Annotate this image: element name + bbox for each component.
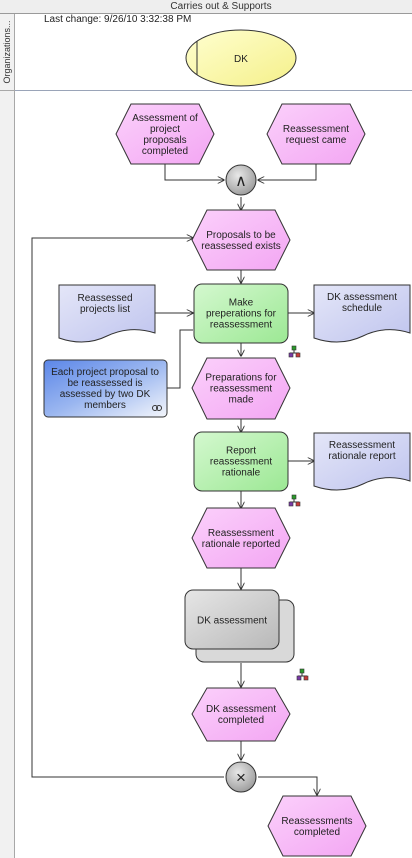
label-line: be reassessed is bbox=[67, 378, 142, 389]
org-unit-label: DK bbox=[234, 54, 248, 65]
label-line: assessed by two DK bbox=[60, 389, 151, 400]
edges bbox=[31, 164, 317, 795]
label-line: request came bbox=[286, 135, 347, 146]
label-line: Make bbox=[229, 298, 254, 309]
lane-divider bbox=[15, 90, 412, 91]
label-line: members bbox=[84, 400, 126, 411]
label-line: rationale reported bbox=[202, 539, 280, 550]
last-change-label: Last change: 9/26/10 3:32:38 PM bbox=[44, 14, 192, 25]
and-connector[interactable]: ∧ bbox=[225, 164, 257, 196]
edge-xor-to-completed bbox=[258, 776, 317, 795]
hierarchy-icon[interactable] bbox=[296, 668, 309, 681]
label-line: schedule bbox=[342, 303, 382, 314]
column-header: Carries out & Supports bbox=[0, 0, 412, 14]
process-dk-assessment-label: DK assessment bbox=[197, 616, 267, 627]
label-line: Each project proposal to bbox=[51, 367, 159, 378]
label-line: project bbox=[150, 124, 180, 135]
label-line: projects list bbox=[80, 304, 130, 315]
label-line: DK assessment bbox=[327, 292, 397, 303]
xor-connector-symbol: × bbox=[236, 768, 246, 787]
label-line: Assessment of bbox=[132, 113, 198, 124]
label-line: DK assessment bbox=[206, 704, 276, 715]
label-line: Report bbox=[226, 446, 256, 457]
label-line: rationale bbox=[222, 468, 261, 479]
label-line: Reassessment bbox=[329, 440, 395, 451]
edge-note-to-make bbox=[167, 329, 193, 389]
column-title: Carries out & Supports bbox=[170, 1, 272, 12]
label-line: reassessment bbox=[210, 320, 272, 331]
hierarchy-icon[interactable] bbox=[288, 345, 301, 358]
edge-xor-loop-back bbox=[31, 238, 224, 778]
label-line: Proposals to be bbox=[206, 230, 276, 241]
label-line: Reassessed bbox=[77, 293, 132, 304]
label-line: completed bbox=[142, 146, 188, 157]
label-line: reassessed exists bbox=[201, 241, 280, 252]
label-line: Preparations for bbox=[205, 373, 277, 384]
and-connector-symbol: ∧ bbox=[235, 173, 247, 190]
hierarchy-icon[interactable] bbox=[288, 494, 301, 507]
label-line: DK assessment bbox=[197, 616, 267, 627]
label-line: Reassessment bbox=[283, 124, 349, 135]
label-line: Reassessment bbox=[208, 528, 274, 539]
edge-request-to-and bbox=[258, 164, 317, 180]
xor-connector[interactable]: × bbox=[225, 761, 257, 793]
edge-assessment-to-and bbox=[164, 164, 224, 180]
label-line: completed bbox=[218, 715, 264, 726]
label-line: completed bbox=[294, 827, 340, 838]
org-unit-dk[interactable]: DK bbox=[185, 29, 297, 87]
label-line: made bbox=[228, 395, 253, 406]
label-line: Reassessments bbox=[281, 816, 352, 827]
label-line: rationale report bbox=[328, 451, 395, 462]
label-line: proposals bbox=[143, 135, 186, 146]
row-header-bar bbox=[0, 14, 15, 858]
label-line: preperations for bbox=[206, 309, 277, 320]
row-header: Organizations... bbox=[0, 14, 14, 91]
process-dk-assessment[interactable]: DK assessment bbox=[184, 589, 295, 663]
label-line: reassessment bbox=[210, 384, 272, 395]
link-icon bbox=[152, 405, 162, 411]
label-line: reassessment bbox=[210, 457, 272, 468]
